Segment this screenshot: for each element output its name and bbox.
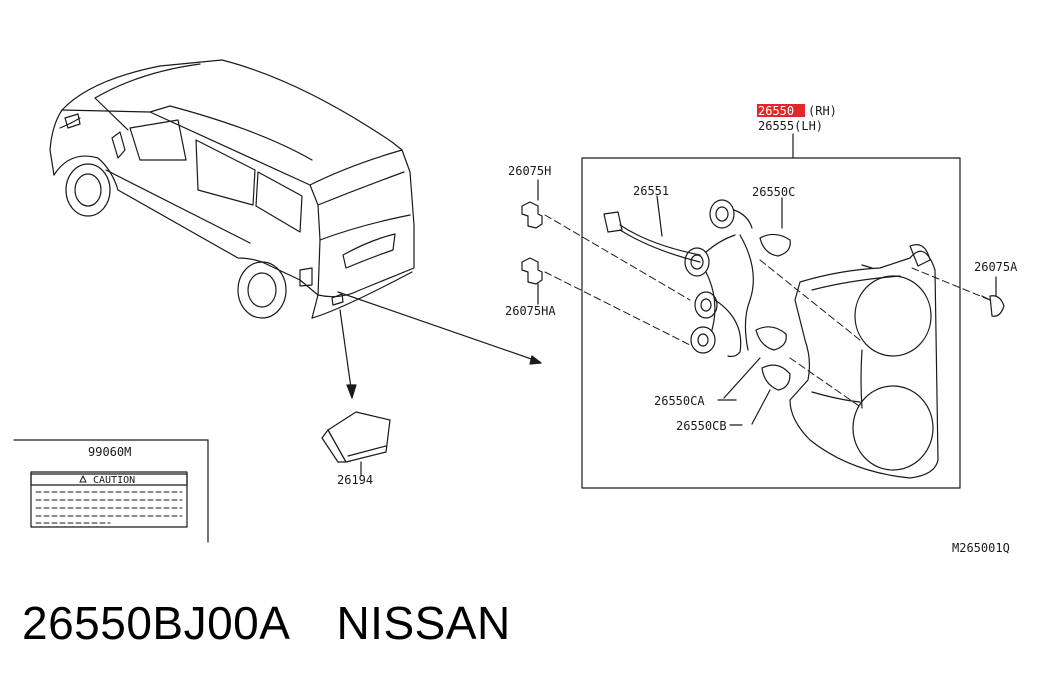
- label-rh: (RH): [808, 104, 837, 118]
- label-26555-lh[interactable]: 26555(LH): [758, 119, 823, 133]
- brand-name: NISSAN: [336, 597, 511, 649]
- part-highlight: [757, 104, 805, 117]
- label-26551[interactable]: 26551: [633, 184, 669, 198]
- label-26550CB[interactable]: 26550CB: [676, 419, 727, 433]
- caution-label-block: [13, 439, 209, 543]
- part-number: 26550BJ00A: [22, 597, 291, 649]
- bulb-26550CB: [751, 364, 791, 425]
- caution-text: CAUTION: [93, 475, 135, 486]
- label-26550C[interactable]: 26550C: [752, 185, 795, 199]
- label-26550[interactable]: 26550: [758, 104, 794, 118]
- label-26550CA[interactable]: 26550CA: [654, 394, 705, 408]
- label-99060M[interactable]: 99060M: [88, 445, 131, 459]
- screw-26075A: [981, 276, 1005, 317]
- bulb-26550C: [709, 197, 791, 257]
- callout-arrow-lamp: [337, 291, 541, 363]
- license-plate-lamp: [321, 411, 391, 476]
- clip-26075H: [521, 179, 543, 229]
- van-illustration: [49, 59, 415, 319]
- label-26075A[interactable]: 26075A: [974, 260, 1018, 274]
- part-title: 26550BJ00A NISSAN: [22, 596, 511, 650]
- rear-lamp-housing: [789, 244, 939, 479]
- label-26075H[interactable]: 26075H: [508, 164, 551, 178]
- label-26194[interactable]: 26194: [337, 473, 373, 487]
- label-26075HA[interactable]: 26075HA: [505, 304, 556, 318]
- bulb-26550CA: [723, 326, 787, 399]
- warning-icon: [79, 474, 87, 483]
- diagram-ref-code: M265001Q: [952, 541, 1010, 555]
- assembly-frame: [581, 157, 961, 489]
- harness-26551: [603, 195, 754, 358]
- callout-arrow-plate-lamp: [339, 309, 353, 396]
- clip-26075HA: [521, 257, 543, 305]
